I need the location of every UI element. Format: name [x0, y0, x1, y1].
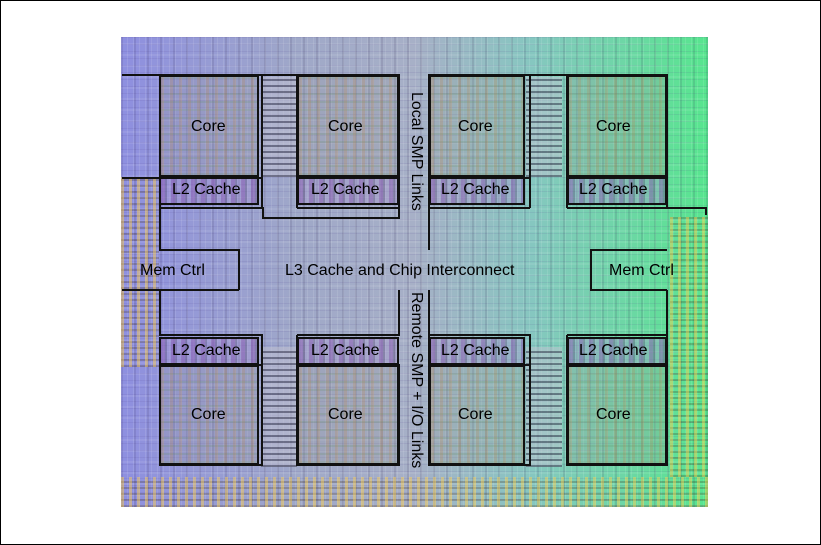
outline-lower-left-2	[297, 290, 400, 336]
label-l2-tl1: L2 Cache	[172, 181, 241, 198]
label-l2-tr2: L2 Cache	[579, 181, 648, 198]
right-io-strip	[670, 217, 708, 477]
chip-die	[121, 37, 708, 507]
core-region-tl2	[297, 75, 399, 177]
upper-bus-right	[526, 77, 562, 177]
core-region-tr1	[429, 75, 525, 177]
outline-lower-left-main	[159, 290, 263, 466]
l2-region-br1	[429, 337, 525, 365]
outline-lower-left-3	[296, 335, 400, 466]
label-l2-tr1: L2 Cache	[441, 181, 510, 198]
label-local-smp-links: Local SMP Links	[408, 92, 425, 211]
label-core-br2: Core	[596, 406, 631, 423]
upper-bus-left	[261, 77, 297, 177]
label-l2-tl2: L2 Cache	[311, 181, 380, 198]
outline-upper-right	[428, 74, 707, 250]
label-core-bl2: Core	[328, 406, 363, 423]
outline-lower-right-3	[566, 334, 668, 466]
label-core-tl1: Core	[191, 118, 226, 135]
lower-bus-left	[261, 347, 297, 467]
core-region-bl1	[159, 365, 259, 465]
outline-upper-right-mem	[590, 249, 667, 291]
core-region-tr2	[567, 75, 667, 177]
left-io-strip	[121, 177, 159, 367]
outline-lower-right	[428, 290, 531, 466]
label-mem-ctrl-left: Mem Ctrl	[140, 262, 205, 279]
label-remote-smp-io-links: Remote SMP + I/O Links	[408, 292, 425, 469]
label-l2-bl2: L2 Cache	[311, 342, 380, 359]
label-core-bl1: Core	[191, 406, 226, 423]
l2-region-bl2	[297, 337, 399, 365]
bottom-io-strip	[121, 477, 708, 507]
core-region-tl1	[159, 75, 259, 177]
core-region-br2	[567, 365, 667, 465]
label-core-br1: Core	[458, 406, 493, 423]
label-core-tr2: Core	[596, 118, 631, 135]
label-core-tl2: Core	[328, 118, 363, 135]
lower-bus-right	[526, 347, 562, 467]
label-core-tr1: Core	[458, 118, 493, 135]
label-l2-br2: L2 Cache	[579, 342, 648, 359]
label-l2-bl1: L2 Cache	[172, 342, 241, 359]
l2-region-bl1	[159, 337, 259, 365]
label-mem-ctrl-right: Mem Ctrl	[609, 262, 674, 279]
label-l2-br1: L2 Cache	[441, 342, 510, 359]
core-region-br1	[429, 365, 525, 465]
l2-region-br2	[567, 337, 667, 365]
label-l3: L3 Cache and Chip Interconnect	[285, 262, 515, 279]
